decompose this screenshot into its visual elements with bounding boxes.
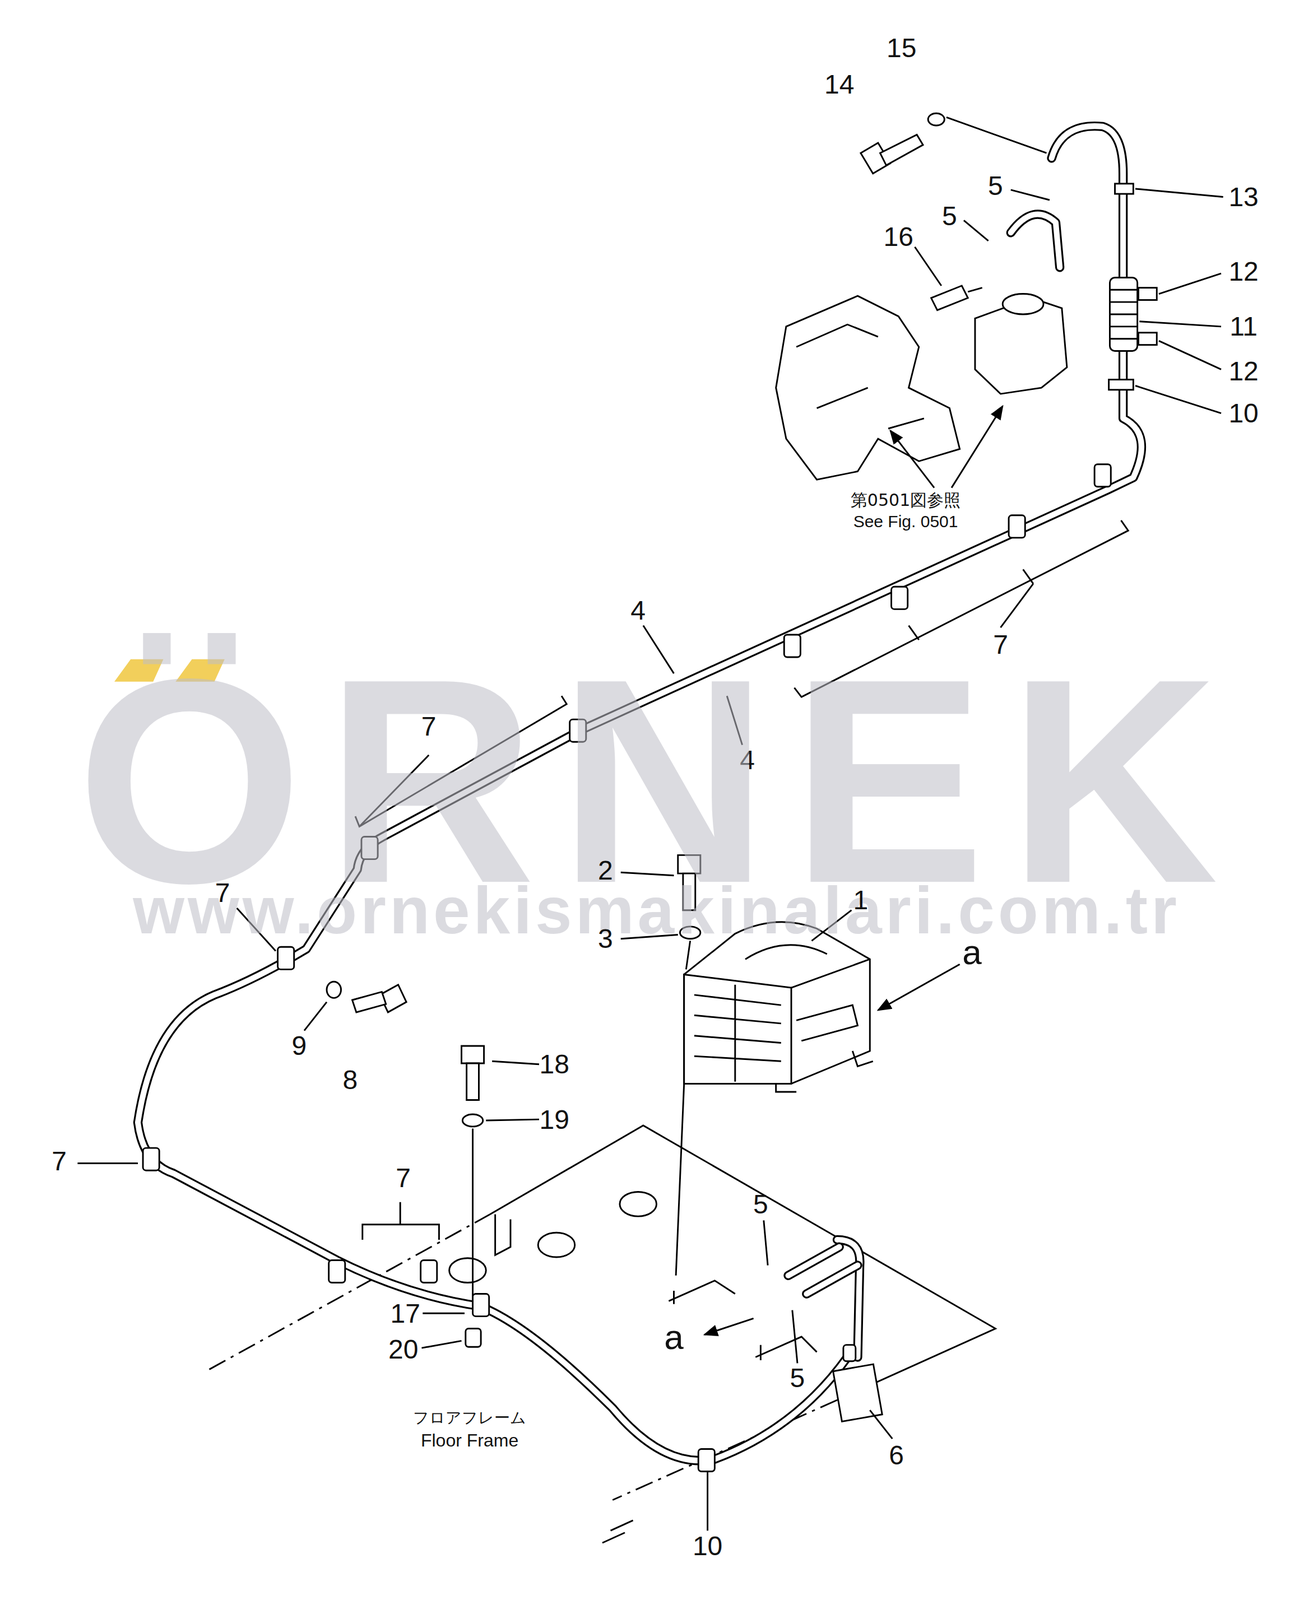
callout-number: 1 xyxy=(853,887,869,915)
callout-number: 3 xyxy=(597,925,614,953)
hose-coil xyxy=(1109,183,1158,391)
callout-number: 17 xyxy=(390,1300,421,1328)
view-arrow-letter: a xyxy=(664,1320,684,1356)
callout-number: 12 xyxy=(1228,258,1259,286)
callout-number: 16 xyxy=(883,223,914,251)
callout-number: 12 xyxy=(1228,358,1259,385)
reference-note: See Fig. 0501 xyxy=(853,513,959,531)
callout-number: 7 xyxy=(395,1165,411,1192)
callout-number: 7 xyxy=(215,879,231,907)
callout-number: 5 xyxy=(790,1365,806,1393)
callout-number: 10 xyxy=(692,1533,723,1561)
watermark-url: www.ornekismakinalari.com.tr xyxy=(132,877,1181,944)
callout-number: 13 xyxy=(1228,183,1259,211)
callout-number: 5 xyxy=(987,172,1004,200)
part-caption: フロアフレーム xyxy=(413,1410,527,1427)
floor-frame xyxy=(209,1125,996,1544)
callout-number: 11 xyxy=(1229,313,1258,341)
callout-number: 10 xyxy=(1228,400,1259,428)
callout-number: 18 xyxy=(539,1051,570,1079)
callout-number: 2 xyxy=(597,857,614,885)
callout-number: 7 xyxy=(51,1148,67,1176)
callout-number: 5 xyxy=(942,202,958,230)
callout-number: 15 xyxy=(886,34,917,62)
part-caption: Floor Frame xyxy=(420,1431,519,1450)
callout-number: 14 xyxy=(824,71,855,99)
reference-note: 第0501図参照 xyxy=(850,492,961,509)
engine-parts xyxy=(776,285,1067,489)
view-arrow-letter: a xyxy=(962,935,982,971)
callout-number: 8 xyxy=(342,1066,359,1094)
pipe-clips xyxy=(142,464,1111,1473)
callout-number: 6 xyxy=(888,1442,904,1470)
callout-number: 4 xyxy=(630,597,646,625)
callout-number: 9 xyxy=(291,1032,307,1060)
callout-number: 19 xyxy=(539,1106,570,1134)
callout-number: 5 xyxy=(753,1191,769,1219)
heater-unit xyxy=(684,922,960,1336)
callout-number: 20 xyxy=(388,1336,419,1364)
